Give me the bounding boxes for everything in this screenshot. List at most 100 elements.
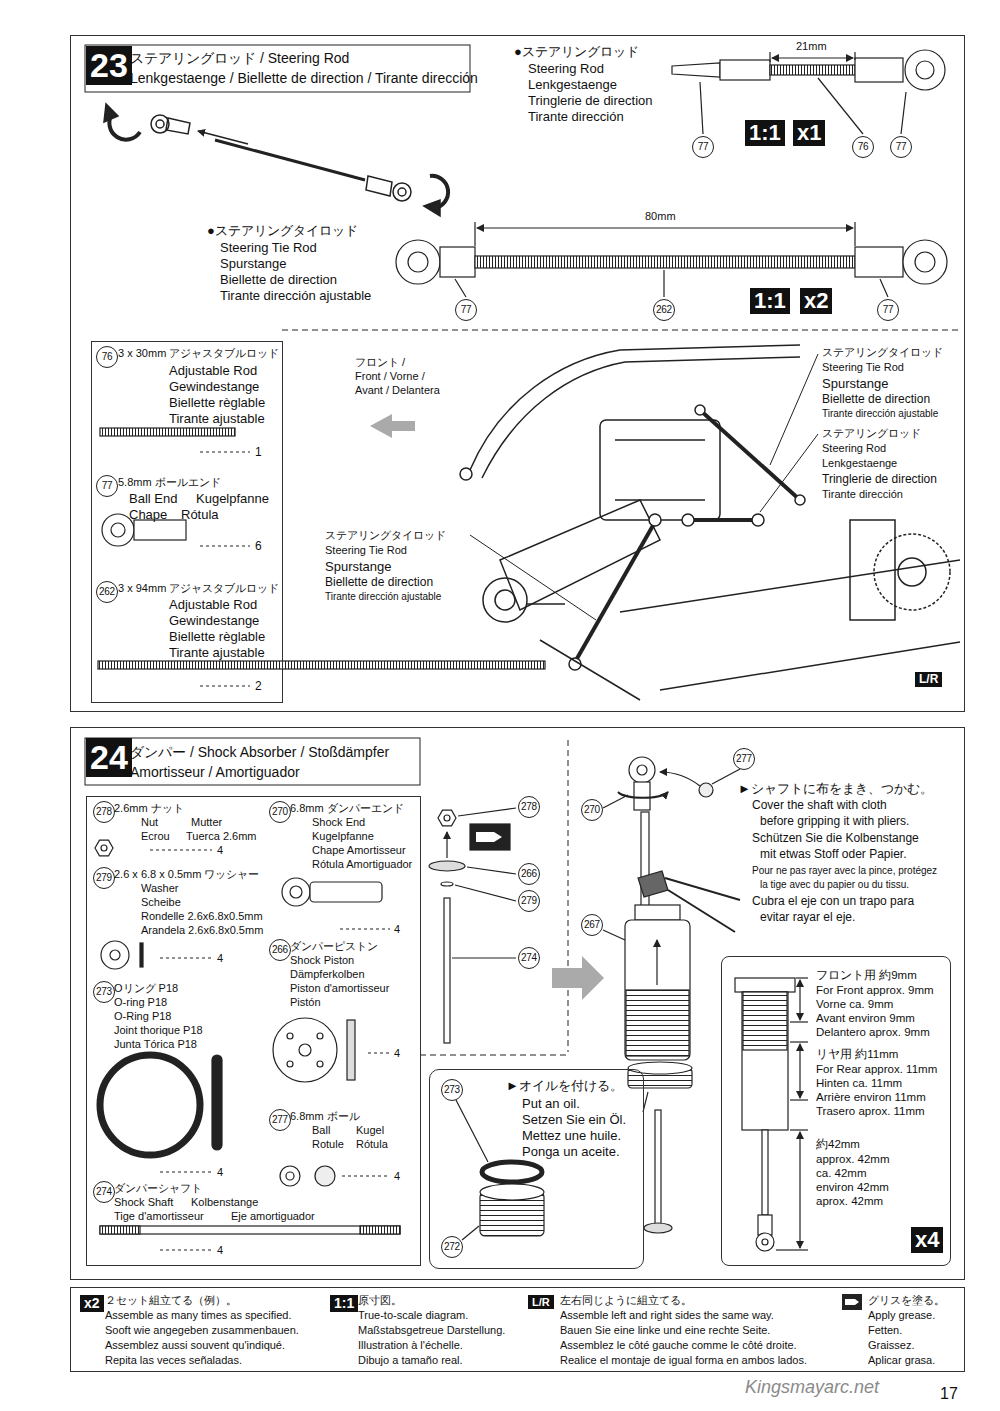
text-label: Illustration à l'échelle. — [358, 1339, 463, 1352]
piston-assembly-shape — [444, 815, 450, 821]
shock-assembly-shape — [655, 1110, 661, 1225]
text-label: Assemblez le côté gauche comme le côté d… — [560, 1339, 797, 1352]
step-headers-shape — [85, 738, 420, 785]
text-label: Steering Tie Rod — [220, 240, 317, 256]
chassis-illustration-shape — [690, 518, 755, 522]
chassis-illustration-shape — [850, 520, 895, 620]
callout-number: 262 — [96, 581, 118, 603]
text-label: Avant environ 9mm — [816, 1012, 915, 1026]
shock-assembly-shape — [634, 782, 650, 810]
text-label: 4 — [217, 952, 223, 965]
text-label: Junta Tórica P18 — [114, 1038, 197, 1051]
parts-23-drawings-shape — [134, 520, 186, 540]
text-label: ステアリングロッド / Steering Rod — [130, 50, 349, 67]
shock-assembly-shape — [626, 990, 689, 1056]
text-label: ダンパーシャフト — [114, 1182, 202, 1195]
rod-assembly-sketch-shape — [104, 104, 118, 122]
tie-rod-drawing-shape — [455, 279, 466, 297]
text-label: Rótula Amortiguador — [312, 858, 412, 871]
rod-assembly-sketch-shape — [366, 176, 392, 196]
text-label: O-ring P18 — [114, 996, 167, 1009]
text-label: True-to-scale diagram. — [358, 1309, 468, 1322]
text-label: Lenkgestaenge / Biellette de direction /… — [130, 70, 478, 87]
text-label: Tirante dirección ajustable — [822, 408, 938, 420]
text-label: Nut — [141, 816, 158, 829]
text-label: Mutter — [191, 816, 222, 829]
text-label: O-Ring P18 — [114, 1010, 171, 1023]
text-label: evitar rayar el eje. — [760, 910, 855, 924]
shock-assembly-shape — [635, 905, 680, 920]
shock-assembly-shape — [660, 772, 700, 786]
text-label: Repita las veces señaladas. — [105, 1354, 242, 1367]
text-label: Rótula — [181, 507, 219, 523]
parts-24-drawings-shape — [212, 1055, 222, 1150]
text-label: Spurstange — [325, 559, 392, 575]
text-label: Scheibe — [141, 896, 181, 909]
chassis-illustration-shape — [795, 495, 805, 505]
rod-assembly-sketch — [104, 104, 448, 216]
text-label: Adjustable Rod — [169, 363, 257, 379]
shock-dimension-drawing-shape — [758, 1215, 772, 1235]
grease-icon — [842, 1294, 862, 1310]
parts-24-drawings-shape-shape — [150, 849, 212, 850]
text-label: approx. 42mm — [816, 1153, 890, 1167]
text-label: 6.8mm ボール — [290, 1110, 360, 1123]
separator-shape — [420, 1055, 566, 1056]
piston-assembly-shape — [444, 898, 450, 1043]
text-label: Mettez une huile. — [522, 1128, 621, 1144]
callout-number: 279 — [518, 890, 540, 912]
steering-rod-drawing-shape — [770, 65, 855, 75]
piston-assembly — [429, 808, 604, 1043]
text-label: Washer — [141, 882, 179, 895]
text-label: 80mm — [645, 210, 676, 223]
text-label: Biellette de direction — [325, 575, 433, 589]
text-label: ダンパー / Shock Absorber / Stoßdämpfer — [130, 744, 389, 761]
text-label: Schützen Sie die Kolbenstange — [752, 831, 919, 845]
shock-assembly — [603, 757, 740, 1233]
text-label: Lenkgestaenge — [528, 77, 617, 93]
tie-rod-drawing-shape — [854, 222, 855, 246]
callout-number: 278 — [93, 801, 115, 823]
text-label: Trasero aprox. 11mm — [816, 1105, 925, 1119]
callout-number: 278 — [518, 796, 540, 818]
icon-badge: x4 — [911, 1227, 943, 1253]
note-inset: 273►オイルを付ける。Put an oil.Setzen Sie ein Öl… — [429, 1069, 644, 1269]
separator-shape — [282, 330, 958, 331]
steering-rod-drawing-shape — [772, 57, 853, 58]
text-label: Aplicar grasa. — [868, 1354, 935, 1367]
steering-rod-drawing-shape — [672, 63, 720, 77]
shock-dimension-drawing-shape — [790, 1099, 808, 1100]
chassis-illustration-shape — [470, 345, 800, 470]
text-label: Rotule — [312, 1138, 344, 1151]
shock-assembly-shape — [629, 757, 655, 783]
text-label: Eje amortiguador — [231, 1210, 315, 1223]
text-label: Steering Rod — [528, 61, 604, 77]
text-label: Ponga un aceite. — [522, 1144, 620, 1160]
callout-number: 262 — [653, 299, 675, 321]
piston-assembly-shape — [441, 882, 453, 886]
text-label: ●ステアリングタイロッド — [207, 223, 358, 239]
text-label: Kugelpfanne — [312, 830, 374, 843]
steering-rod-drawing-shape — [700, 82, 703, 134]
shock-dimension-drawing-shape — [799, 980, 800, 1020]
parts-24-drawings-shape — [101, 941, 129, 969]
step-headers — [85, 45, 470, 785]
parts-24-drawings-shape — [110, 950, 120, 960]
icon-badge: x2 — [800, 288, 832, 314]
text-label: Rondelle 2.6x6.8x0.5mm — [141, 910, 263, 923]
text-label: 4 — [394, 923, 400, 936]
text-label: Lenkgestaenge — [822, 457, 897, 470]
dimension-inset: フロント用 約9mmFor Front approx. 9mmVorne ca.… — [721, 956, 951, 1266]
parts-23-drawings-shape — [98, 661, 545, 669]
text-label: Assemblez aussi souvent qu'indiqué. — [105, 1339, 285, 1352]
text-label: Amortisseur / Amortiguador — [130, 764, 300, 781]
shock-assembly-shape — [656, 940, 657, 985]
callout-number: 273 — [93, 981, 115, 1003]
text-label: ２セット組立てる（例）。 — [105, 1294, 237, 1307]
callout-number: 279 — [93, 867, 115, 889]
text-label: Joint thorique P18 — [114, 1024, 203, 1037]
tie-rod-drawing-shape — [477, 227, 853, 228]
separator — [282, 330, 958, 1055]
text-label: Fetten. — [868, 1324, 902, 1337]
